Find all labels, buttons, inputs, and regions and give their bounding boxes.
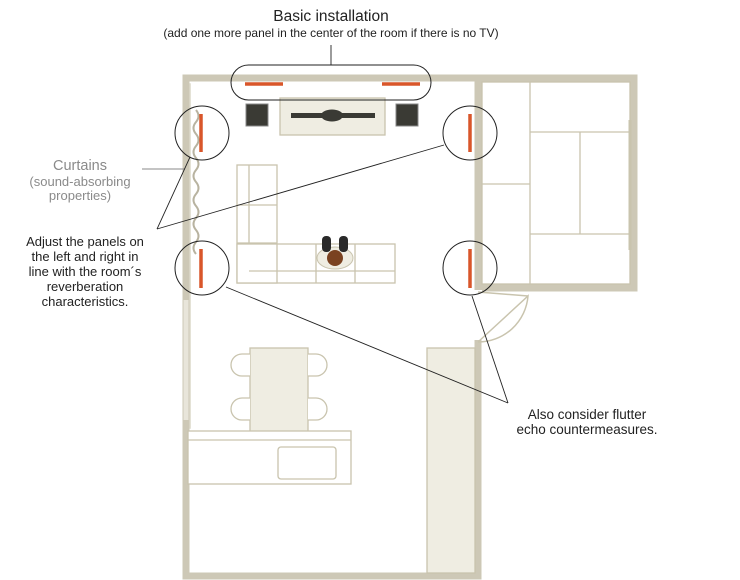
left-lower-callout [174, 240, 230, 296]
curtains-title: Curtains [53, 158, 107, 174]
curtains-note-1: (sound-absorbing [29, 174, 131, 189]
right-speaker [395, 103, 419, 127]
basic-installation-title: Basic installation [273, 8, 389, 25]
sofa [236, 164, 396, 284]
leader-lines [142, 45, 509, 404]
adjust-panels-note-2: the left and right in [31, 249, 139, 264]
adjust-panels-note-1: Adjust the panels on [26, 234, 144, 249]
walls [182, 74, 638, 580]
adjust-panels-note-5: characteristics. [41, 294, 129, 309]
tatami-room [481, 81, 632, 285]
left-speaker [245, 103, 269, 127]
curtains-note-2: properties) [48, 188, 112, 203]
side-room-walls [474, 74, 638, 292]
flutter-echo-note-1: Also consider flutter [527, 407, 647, 422]
curtain-wave [192, 109, 200, 255]
dining-set [230, 347, 328, 433]
adjust-panels-note-3: line with the room´s [28, 264, 142, 279]
callouts [174, 64, 498, 296]
tv [291, 109, 375, 122]
acoustic-panels [199, 82, 472, 288]
kitchen-counter [187, 430, 352, 485]
door [474, 290, 529, 343]
adjust-panels-note-4: reverberation [46, 279, 124, 294]
listener-person [316, 236, 354, 270]
flutter-echo-note-2: echo countermeasures. [516, 422, 658, 437]
right-lower-callout [442, 240, 498, 296]
storage-cabinet [426, 347, 476, 574]
left-upper-callout [174, 105, 230, 161]
right-upper-callout [442, 105, 498, 161]
basic-installation-note: (add one more panel in the center of the… [163, 26, 499, 40]
